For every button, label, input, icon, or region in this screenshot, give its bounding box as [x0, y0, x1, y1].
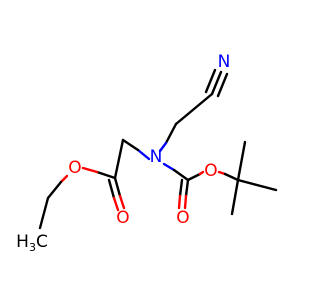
bond-nitrile-triple-3	[216, 72, 229, 98]
bond-ester-c-o-double-1	[113, 176, 122, 198]
bond-ch2-ch2	[164, 122, 178, 145]
bond-tbu-methyl-top	[236, 140, 247, 182]
bonds	[38, 68, 278, 230]
carbamate-o-double-label: O	[176, 208, 189, 228]
methyl-label-c: C	[36, 232, 48, 252]
bond-carbamate-c-o-single-o	[198, 170, 205, 176]
ester-o-double-label: O	[116, 208, 129, 228]
atom-labels: N N O O O O H3C	[16, 52, 230, 254]
bond-nitrile-c-ch2	[174, 92, 214, 126]
amine-n-label: N	[150, 147, 163, 167]
methyl-label-h: H	[16, 232, 29, 252]
bond-ester-c-o-double-1-red	[118, 194, 126, 210]
bond-carbamate-c-o-double-2	[178, 178, 184, 198]
bond-nitrile-triple-1	[210, 70, 223, 96]
methyl-label: H3C	[16, 232, 48, 254]
ester-o-single-label: O	[68, 158, 81, 178]
bond-tbu-methyl-right	[236, 178, 278, 192]
bond-amine-n-carbamate-c-c	[172, 168, 190, 182]
bond-amine-n-carbamate-c-n	[162, 162, 176, 172]
nitrile-n-label: N	[218, 52, 231, 72]
bond-carbamate-c-o-double-1	[184, 178, 190, 198]
bond-amine-n-ch2-left-c	[121, 138, 140, 152]
bond-ch2-amine-n	[158, 141, 168, 153]
bond-carbamate-c-o-double-1-red	[183, 194, 188, 210]
methyl-label-subscript: 3	[29, 241, 36, 254]
bond-tbu-methyl-bottom	[230, 178, 240, 216]
bond-ester-c-o-double-2	[107, 178, 116, 200]
bond-ester-c-o-single-o	[81, 166, 99, 174]
bond-ch2-ester-c	[113, 138, 125, 180]
bond-o-tbu-c-c	[223, 172, 240, 182]
bond-o-ethyl-ch2-o	[59, 174, 69, 184]
molecule-structure: N N O O O O H3C	[16, 52, 278, 254]
bond-o-ethyl-ch2-c	[46, 180, 63, 200]
carbamate-o-single-label: O	[204, 161, 217, 181]
bond-amine-n-ch2-left-n	[136, 148, 151, 161]
bond-ester-c-o-double-2-red	[112, 196, 120, 212]
bond-carbamate-c-o-double-2-red	[177, 194, 182, 210]
bond-ester-c-o-single-c	[95, 170, 117, 180]
bond-nitrile-triple-2	[204, 68, 217, 94]
bond-ethyl-ch2-ch3	[38, 196, 50, 230]
bond-carbamate-c-o-single-c	[186, 172, 202, 182]
